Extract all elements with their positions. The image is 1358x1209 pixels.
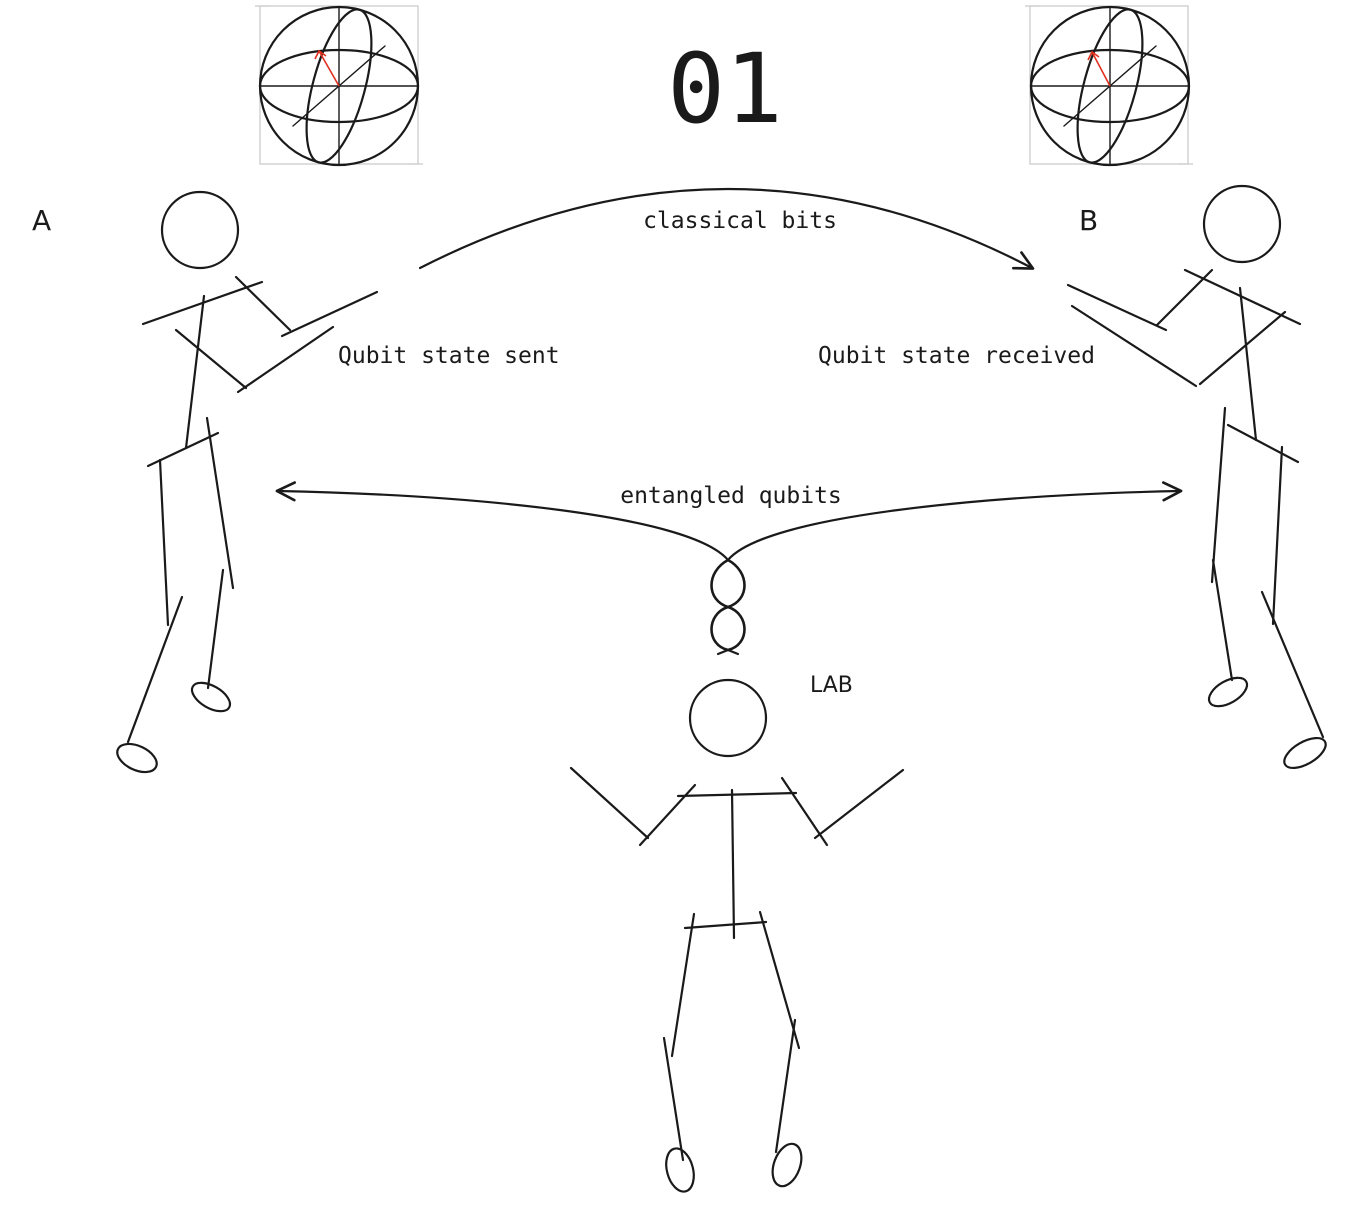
person-b-head — [1202, 184, 1282, 264]
entangled-qubits-label: entangled qubits — [620, 483, 842, 509]
lab-figure — [569, 678, 905, 1193]
bloch-sphere-right-icon — [1025, 5, 1193, 167]
classical-bits-arrow — [418, 187, 1035, 270]
person-a-torso — [184, 294, 206, 450]
participant-a-label: A — [32, 204, 51, 237]
counter-label: 01 — [667, 33, 783, 145]
lab-hips — [683, 920, 768, 930]
person-a-hips — [146, 431, 220, 468]
participant-b-label: B — [1079, 204, 1098, 237]
person-b-figure — [1066, 184, 1327, 770]
person-b-hips — [1226, 423, 1300, 464]
qubit-state-received-label: Qubit state received — [818, 343, 1095, 369]
lab-head — [688, 678, 768, 758]
person-b-torso — [1238, 286, 1258, 442]
lab-shoulders — [676, 791, 798, 798]
qubit-state-sent-label: Qubit state sent — [338, 343, 560, 369]
classical-bits-label: classical bits — [643, 208, 837, 234]
entangled-arrow-to-b — [726, 481, 1183, 562]
bloch-sphere-left-icon — [255, 5, 423, 167]
entangled-arrow-to-a — [275, 481, 730, 562]
lab-label: LAB — [810, 673, 853, 698]
person-a-head — [160, 190, 240, 270]
lab-torso — [730, 788, 736, 940]
entangled-pair-icon — [710, 558, 746, 656]
person-a-figure — [116, 190, 379, 774]
